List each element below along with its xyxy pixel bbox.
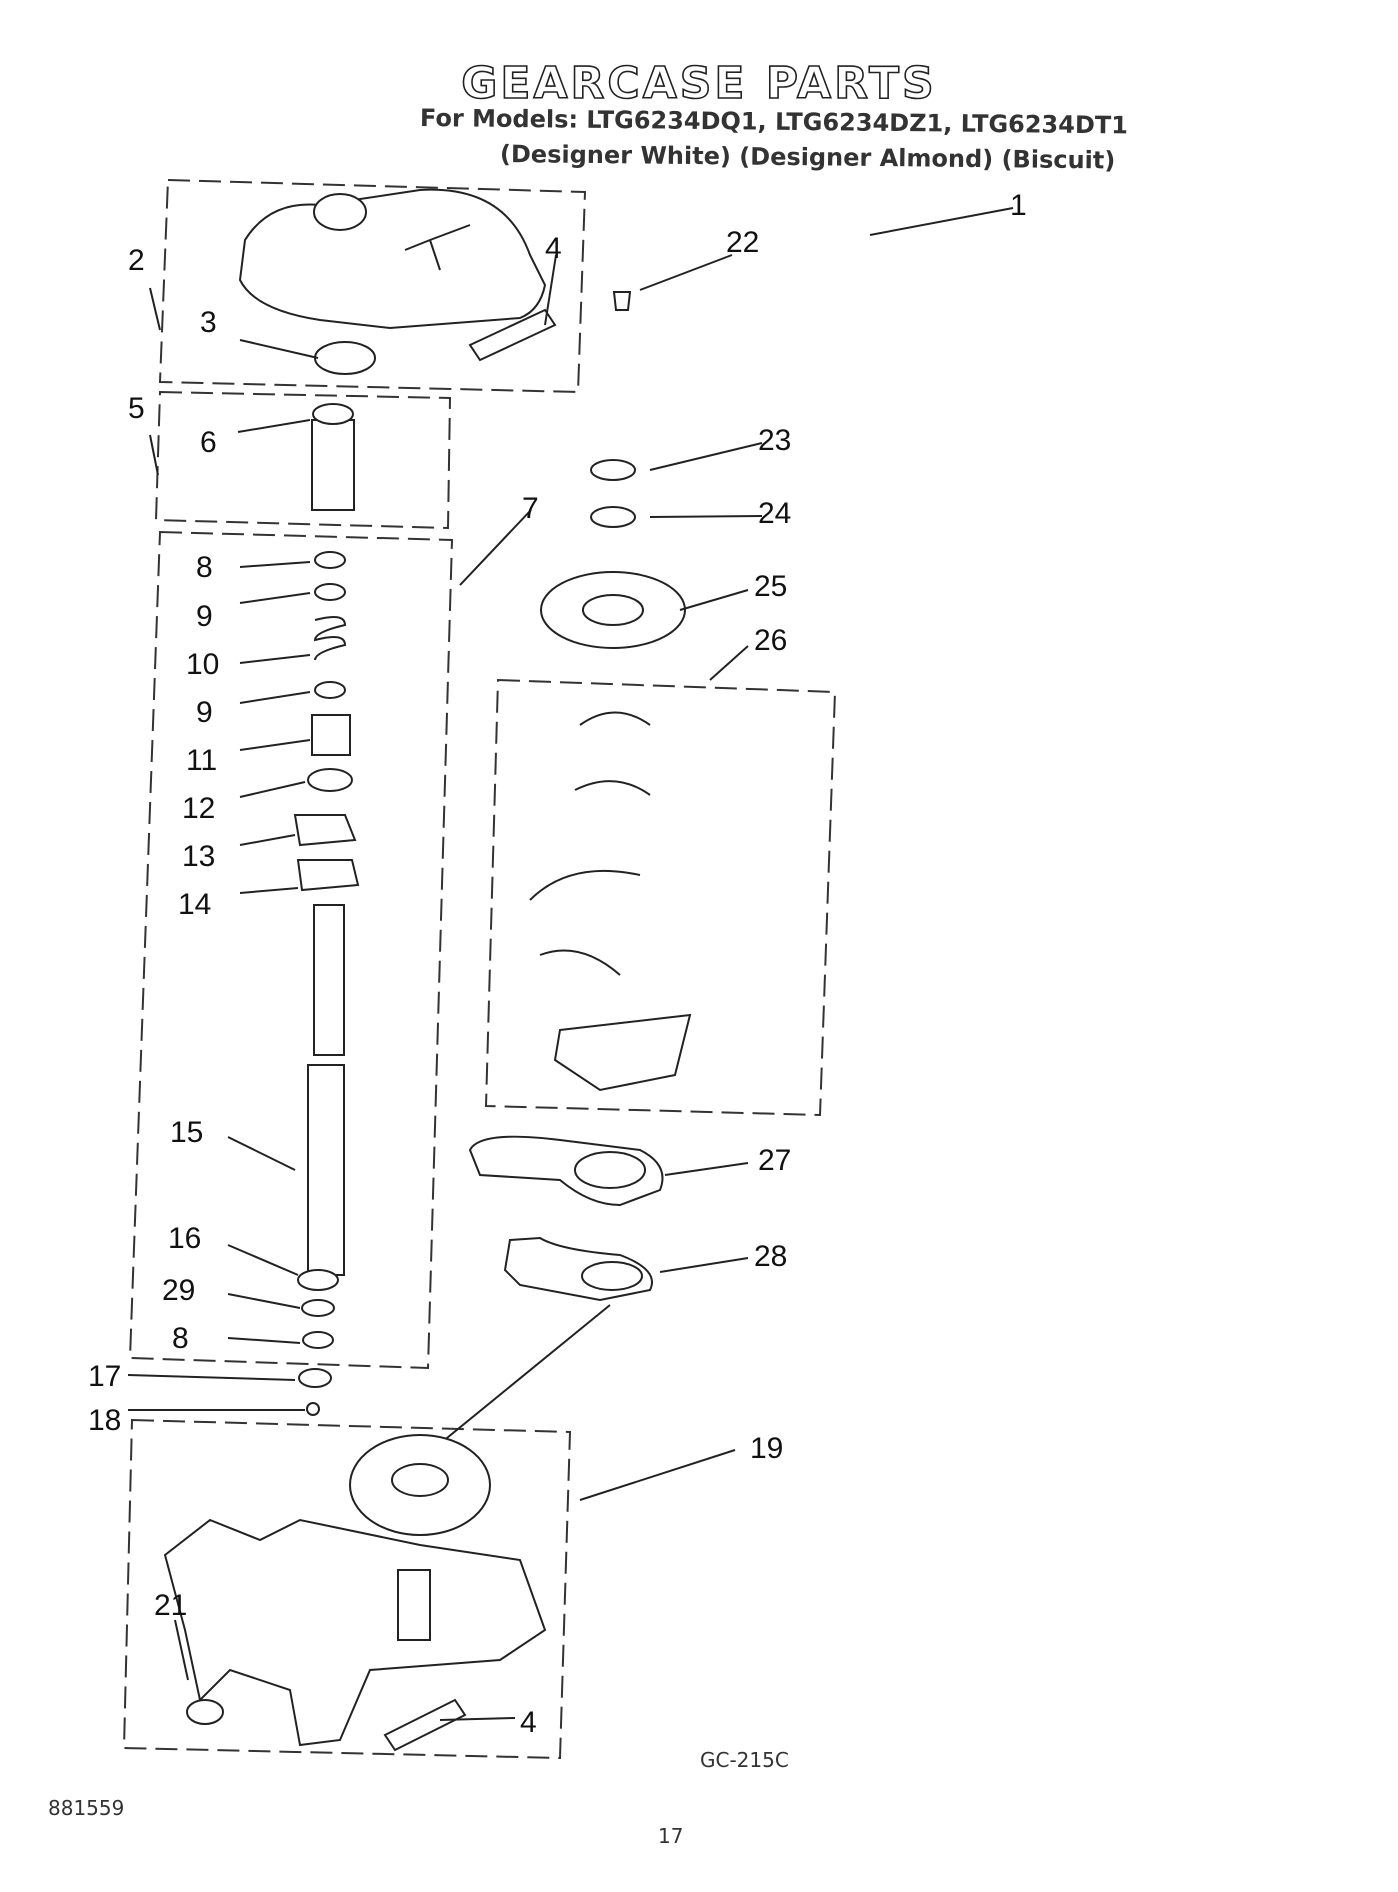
callout-6: 6: [200, 426, 217, 459]
callout-21: 21: [154, 1589, 187, 1622]
ring-24: [590, 506, 636, 528]
callout-8b: 8: [172, 1322, 189, 1355]
pinion-6: [311, 419, 355, 511]
gearcase-cover: [238, 188, 547, 330]
callout-16: 16: [168, 1222, 201, 1255]
callout-7: 7: [522, 492, 539, 525]
callout-22: 22: [726, 226, 759, 259]
callout-4: 4: [545, 232, 562, 265]
leader-lines: [127, 207, 1014, 1721]
document-number: 881559: [48, 1796, 125, 1820]
callout-9a: 9: [196, 600, 213, 633]
shaft-stack: [293, 551, 360, 1416]
callout-25: 25: [754, 570, 787, 603]
callout-23: 23: [758, 424, 791, 457]
callout-18: 18: [88, 1404, 121, 1437]
callout-8a: 8: [196, 551, 213, 584]
page-number: 17: [658, 1824, 684, 1848]
callout-1: 1: [1010, 189, 1027, 222]
callout-10: 10: [186, 648, 219, 681]
gearcase-housing: [163, 1518, 547, 1747]
ring-23: [590, 459, 636, 481]
sealant-tube-top: [468, 308, 557, 362]
callout-29: 29: [162, 1274, 195, 1307]
group-box-shift: [484, 678, 837, 1117]
group-box-shaft: [128, 530, 454, 1370]
group-box-pinion: [154, 390, 452, 530]
figure-code: GC-215C: [700, 1748, 789, 1772]
callout-4b: 4: [520, 1706, 537, 1739]
callout-14: 14: [178, 888, 211, 921]
group-box-cover: [158, 178, 587, 394]
callout-3: 3: [200, 306, 217, 339]
callout-5: 5: [128, 392, 145, 425]
page-title: GEARCASE PARTS: [460, 57, 937, 110]
callout-12: 12: [182, 792, 215, 825]
cover-hub: [313, 193, 367, 231]
callout-15: 15: [170, 1116, 203, 1149]
callout-17: 17: [88, 1360, 121, 1393]
callout-13: 13: [182, 840, 215, 873]
screw-22: [612, 291, 632, 311]
callout-26: 26: [754, 624, 787, 657]
seal-21: [186, 1699, 224, 1725]
callout-2: 2: [128, 244, 145, 277]
sealant-tube-bottom: [383, 1698, 467, 1752]
callout-27: 27: [758, 1144, 791, 1177]
callout-24: 24: [758, 497, 791, 530]
seal-3: [314, 341, 376, 375]
shift-parts-26: [529, 711, 692, 1092]
callout-9b: 9: [196, 696, 213, 729]
callout-28: 28: [754, 1240, 787, 1273]
group-box-housing: [122, 1418, 572, 1760]
callout-11: 11: [186, 744, 217, 777]
callout-19: 19: [750, 1432, 783, 1465]
